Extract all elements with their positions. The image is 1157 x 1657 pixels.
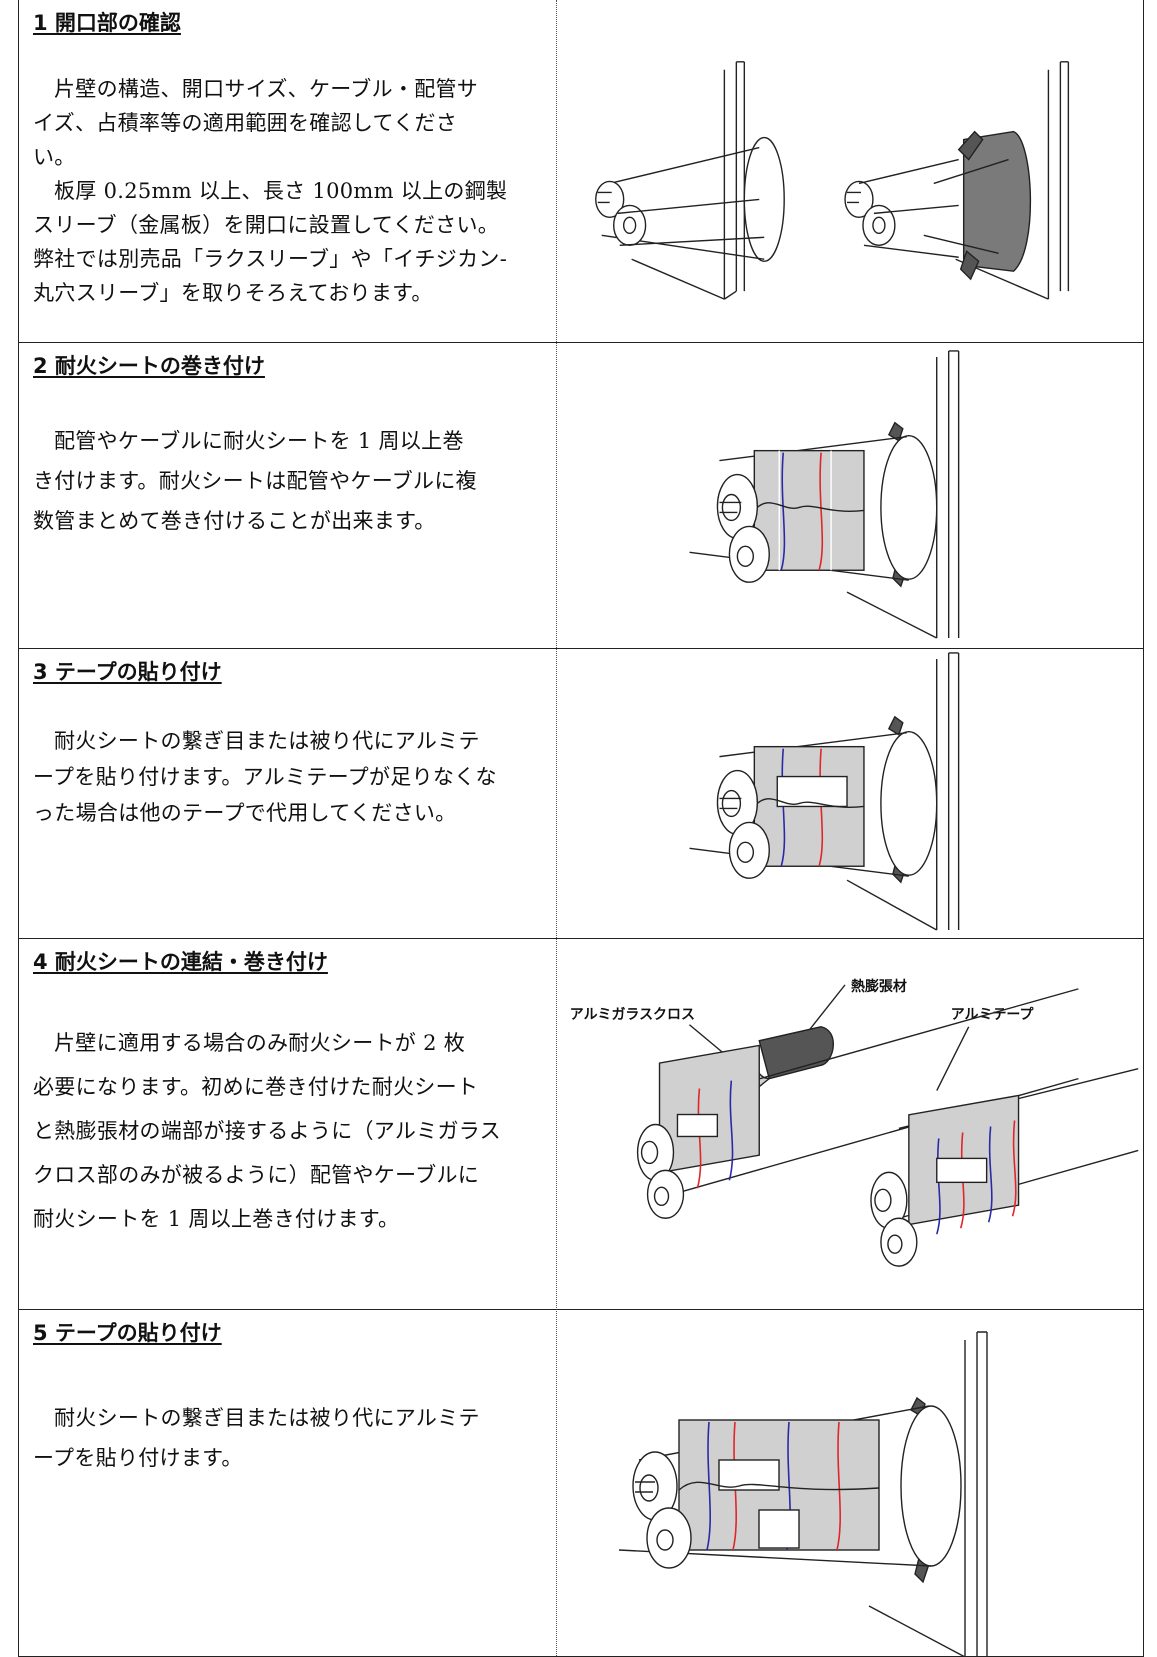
step-title-3: 3 テープの貼り付け: [33, 660, 222, 684]
step-title-1: 1 開口部の確認: [33, 11, 181, 35]
step-3-paragraph-1: 耐火シートの繋ぎ目または被り代にアルミテ ープを貼り付けます。アルミテープが足り…: [33, 729, 497, 825]
step-row-3: 3 テープの貼り付け 耐火シートの繋ぎ目または被り代にアルミテ ープを貼り付けま…: [19, 649, 1143, 939]
step-4-figure: 熱膨張材 アルミガラスクロス アルミテープ: [559, 939, 1145, 1309]
step-row-1: 1 開口部の確認 片壁の構造、開口サイズ、ケーブル・配管サ イズ、占積率等の適用…: [19, 0, 1143, 343]
label-thermal-material: 熱膨張材: [851, 978, 907, 995]
label-glass-cloth: アルミガラスクロス: [570, 1007, 695, 1023]
step-row-5: 5 テープの貼り付け 耐火シートの繋ぎ目または被り代にアルミテ ープを貼り付けま…: [19, 1310, 1143, 1657]
step-title-5: 5 テープの貼り付け: [33, 1321, 222, 1345]
opening-check-illustration: [595, 61, 1070, 300]
step-title-4: 4 耐火シートの連結・巻き付け: [33, 950, 328, 974]
step-row-2: 2 耐火シートの巻き付け 配管やケーブルに耐火シートを 1 周以上巻 き付けます…: [19, 343, 1143, 649]
step-1-figure: [559, 0, 1145, 342]
step-text-2: 2 耐火シートの巻き付け 配管やケーブルに耐火シートを 1 周以上巻 き付けます…: [33, 351, 543, 541]
step-1-paragraph-2: 板厚 0.25mm 以上、長さ 100mm 以上の鋼製 スリーブ（金属板）を開口…: [33, 179, 508, 305]
step-text-4: 4 耐火シートの連結・巻き付け 片壁に適用する場合のみ耐火シートが 2 枚 必要…: [33, 947, 543, 1241]
final-tape-illustration: [618, 1331, 988, 1657]
step-1-paragraph-1: 片壁の構造、開口サイズ、ケーブル・配管サ イズ、占積率等の適用範囲を確認してくだ…: [33, 77, 479, 169]
step-2-paragraph-1: 配管やケーブルに耐火シートを 1 周以上巻 き付けます。耐火シートは配管やケーブ…: [33, 429, 477, 533]
label-alumi-tape: アルミテープ: [951, 1007, 1034, 1023]
step-title-2: 2 耐火シートの巻き付け: [33, 354, 265, 378]
step-2-figure: [559, 343, 1145, 648]
instruction-table: 1 開口部の確認 片壁の構造、開口サイズ、ケーブル・配管サ イズ、占積率等の適用…: [18, 0, 1144, 1657]
step-row-4: 4 耐火シートの連結・巻き付け 片壁に適用する場合のみ耐火シートが 2 枚 必要…: [19, 939, 1143, 1310]
sheet-join-illustration: 熱膨張材 アルミガラスクロス アルミテープ: [570, 978, 1139, 1267]
step-text-1: 1 開口部の確認 片壁の構造、開口サイズ、ケーブル・配管サ イズ、占積率等の適用…: [33, 8, 543, 310]
step-text-3: 3 テープの貼り付け 耐火シートの繋ぎ目または被り代にアルミテ ープを貼り付けま…: [33, 657, 543, 831]
column-divider: [556, 0, 557, 1656]
step-5-figure: [559, 1310, 1145, 1657]
step-4-paragraph-1: 片壁に適用する場合のみ耐火シートが 2 枚 必要になります。初めに巻き付けた耐火…: [33, 1031, 501, 1231]
step-text-5: 5 テープの貼り付け 耐火シートの繋ぎ目または被り代にアルミテ ープを貼り付けま…: [33, 1318, 543, 1478]
tape-apply-illustration: [689, 652, 960, 931]
sheet-wrap-illustration: [689, 350, 960, 639]
step-3-figure: [559, 649, 1145, 938]
step-5-paragraph-1: 耐火シートの繋ぎ目または被り代にアルミテ ープを貼り付けます。: [33, 1406, 480, 1470]
